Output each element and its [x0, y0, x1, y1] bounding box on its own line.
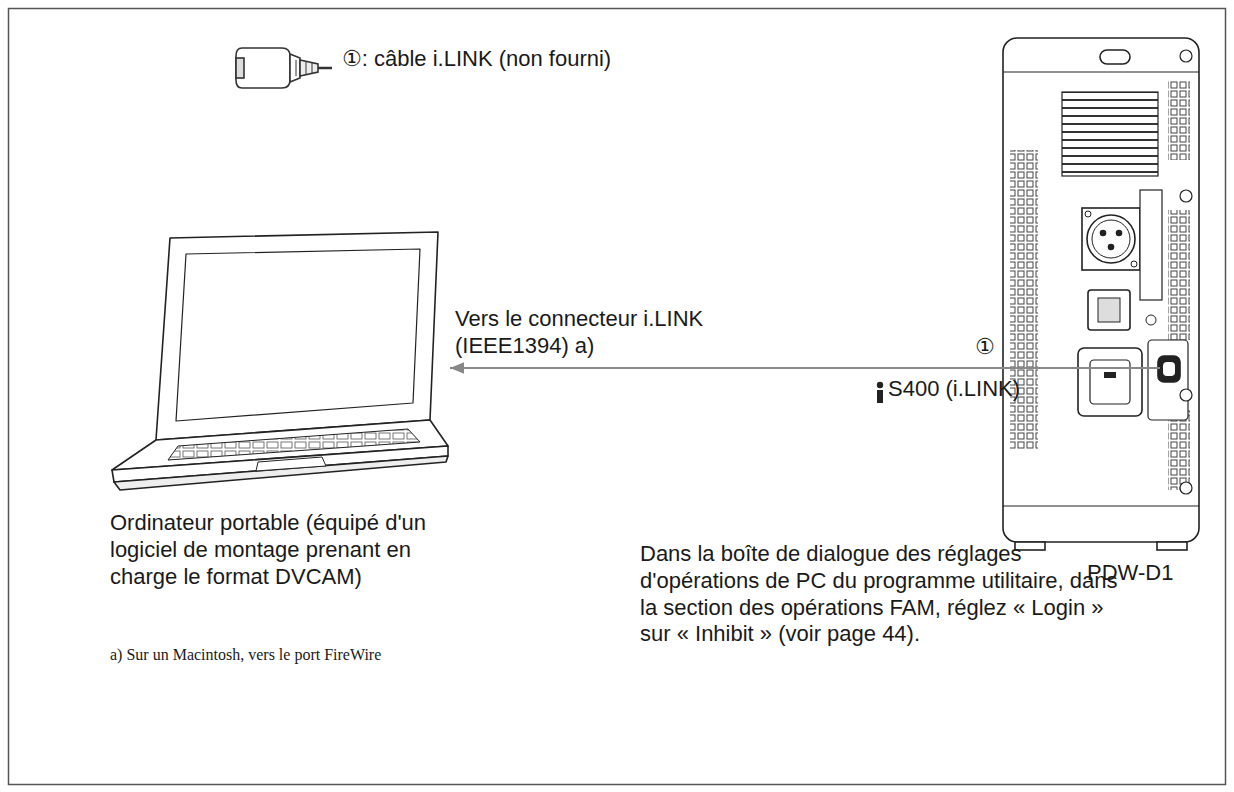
node-caption: Ordinateur portable (équipé d'un logicie…: [110, 510, 455, 590]
laptop-node: Ordinateur portable (équipé d'un logicie…: [110, 228, 450, 496]
cable-arrow: [450, 367, 1003, 369]
footnote: a) Sur un Macintosh, vers le port FireWi…: [110, 645, 381, 665]
ilink-logo: [877, 382, 883, 403]
laptop-drawing: [112, 232, 448, 490]
port-label: S400 (i.LINK): [888, 376, 1020, 403]
callout-number: ①: [975, 334, 995, 361]
pdw-d1-drawing: [1003, 38, 1199, 550]
connector-note: Vers le connecteur i.LINK (IEEE1394) a): [455, 306, 785, 360]
cable-plug: [236, 48, 332, 88]
frame: [9, 9, 1226, 785]
device-node: PDW-D1: [1003, 38, 1199, 550]
callout-label: ①: câble i.LINK (non fourni): [342, 46, 611, 73]
setting-note: Dans la boîte de dialogue des réglages d…: [640, 541, 1140, 648]
